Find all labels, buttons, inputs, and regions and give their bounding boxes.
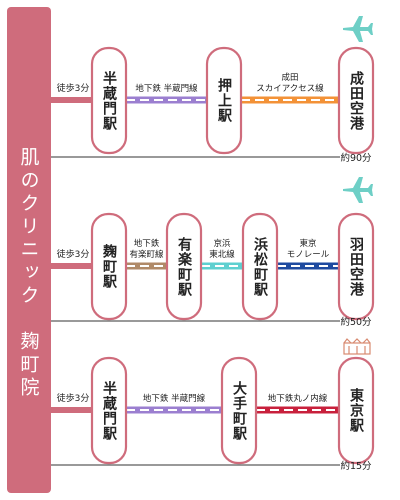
route-2-airplane-icon [343, 177, 373, 203]
clinic-name: 肌のクリニック 麹町院 [17, 147, 40, 400]
route-2-station-3-label: 浜松町駅 [252, 236, 268, 297]
route-2-station-3 [241, 212, 279, 321]
route-2-station-2 [165, 212, 203, 321]
route-1-walk-line [51, 97, 92, 103]
route-3-station-3 [337, 356, 375, 465]
route-1-station-3 [337, 46, 375, 155]
route-2-station-2-label: 有楽町駅 [176, 236, 192, 297]
route-3-segment-2 [256, 406, 339, 414]
route-1-segment-1 [126, 96, 207, 104]
route-2-station-4-label: 羽田空港 [348, 236, 364, 297]
route-1-station-1-label: 半蔵門駅 [101, 70, 117, 131]
route-2-total-time: 約50分 [340, 316, 372, 328]
route-2-segment-2-label: 京浜東北線 [209, 238, 235, 260]
route-1-segment-2-label: 成田スカイアクセス線 [256, 72, 324, 94]
route-2-station-1 [90, 212, 128, 321]
route-3-station-2-label: 大手町駅 [231, 380, 247, 441]
route-3-station-1 [90, 356, 128, 465]
route-2-segment-1-label: 地下鉄有楽町線 [129, 238, 164, 260]
route-1-station-1 [90, 46, 128, 155]
route-1-station-2 [205, 46, 243, 155]
route-1-segment-1-label: 地下鉄 半蔵門線 [135, 83, 198, 94]
route-2-walk-line [51, 263, 92, 269]
route-1-walk-time: 徒歩3分 [57, 82, 90, 94]
route-3-station-3-label: 東京駅 [348, 388, 364, 433]
route-3-segment-1-label: 地下鉄 半蔵門線 [143, 393, 206, 404]
route-3-segment-2-label: 地下鉄丸ノ内線 [268, 393, 328, 404]
route-3-walk-line [51, 407, 92, 413]
clinic-sidebar: 肌のクリニック 麹町院 [7, 7, 51, 493]
route-2-station-4 [337, 212, 375, 321]
route-2-walk-time: 徒歩3分 [57, 248, 90, 260]
route-3-tokyo-station-icon [343, 338, 371, 355]
route-1-total-time: 約90分 [340, 152, 372, 164]
route-3-walk-time: 徒歩3分 [57, 392, 90, 404]
route-1-station-3-label: 成田空港 [348, 70, 364, 131]
route-3-station-2 [220, 356, 258, 465]
route-2-segment-3-label: 東京モノレール [287, 238, 330, 260]
route-3-station-1-label: 半蔵門駅 [101, 380, 117, 441]
route-3-total-time: 約15分 [340, 460, 372, 472]
route-1-station-2-label: 押上駅 [216, 78, 232, 123]
route-1-airplane-icon [343, 16, 373, 42]
route-2-station-1-label: 麹町駅 [101, 244, 117, 289]
